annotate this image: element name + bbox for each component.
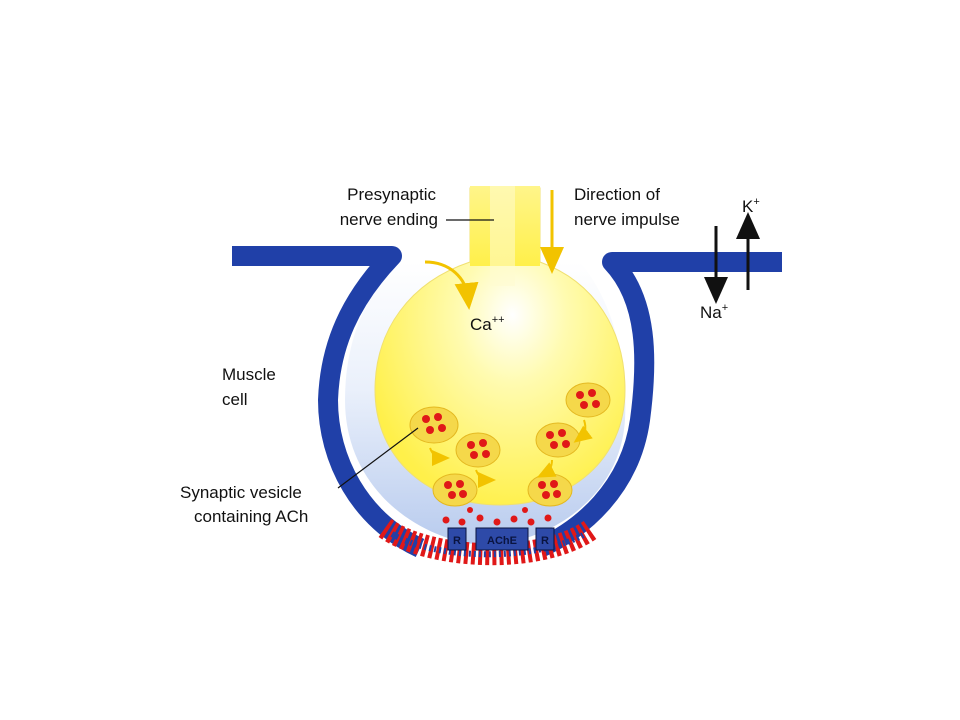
potassium-label: K+: [742, 196, 760, 216]
vesicle-leader: [337, 427, 419, 489]
ache-enzyme: AChE: [475, 527, 529, 551]
postsynaptic-membrane-blue: [390, 531, 587, 558]
presynaptic-label-2: nerve ending: [340, 210, 438, 229]
receptor-right-label: R: [541, 535, 549, 547]
axon-highlight: [490, 186, 515, 286]
released-ach: [442, 507, 552, 526]
vesicle: [527, 473, 573, 507]
muscle-membrane-right: [535, 252, 782, 558]
vesicle: [455, 432, 501, 468]
vesicle: [535, 422, 581, 458]
presynaptic-label-1: Presynaptic: [347, 185, 436, 204]
vesicle-arrows: [429, 419, 593, 488]
ache-label: AChE: [487, 535, 517, 547]
synaptic-vesicles: [409, 382, 611, 507]
vesicle: [432, 473, 478, 507]
vesicle: [565, 382, 611, 418]
muscle-label-2: cell: [222, 390, 248, 409]
vesicle-label-1: Synaptic vesicle: [180, 483, 302, 502]
muscle-label-1: Muscle: [222, 365, 276, 384]
sodium-label: Na+: [700, 302, 728, 322]
receptor-left: R: [447, 527, 467, 551]
vesicle: [409, 406, 459, 444]
calcium-label: Ca++: [470, 314, 505, 334]
direction-label-2: nerve impulse: [574, 210, 680, 229]
muscle-membrane-left: [232, 246, 425, 558]
receptor-left-label: R: [453, 535, 461, 547]
receptor-right: R: [535, 527, 555, 551]
direction-label-1: Direction of: [574, 185, 660, 204]
arrow-curved-icon: [424, 260, 479, 310]
vesicle-label-2: containing ACh: [194, 507, 308, 526]
